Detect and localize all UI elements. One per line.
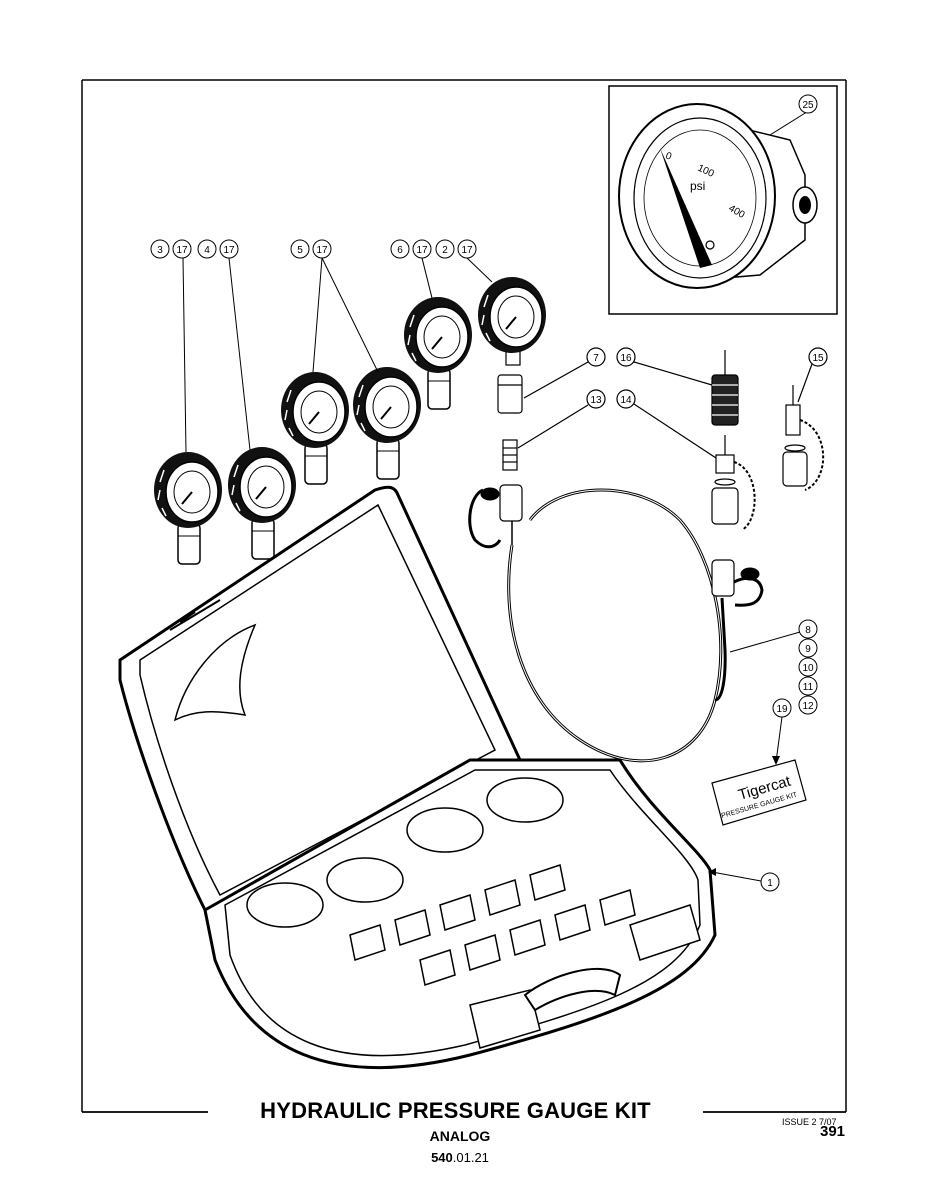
- part-number-prefix: 540: [431, 1150, 453, 1165]
- page-subtitle: ANALOG: [429, 1128, 491, 1144]
- callout-15: 15: [812, 353, 824, 364]
- callout-25: [798, 94, 818, 114]
- fitting-13: [502, 389, 606, 471]
- callout-14: 14: [620, 395, 632, 406]
- fitting-16: [616, 347, 739, 426]
- page-title: HYDRAULIC PRESSURE GAUGE KIT: [208, 1098, 703, 1124]
- callout-1: 1: [767, 878, 773, 889]
- page-number: 391: [820, 1123, 846, 1140]
- pressure-gauge-2: [477, 276, 547, 366]
- svg-text:17: 17: [176, 245, 188, 256]
- svg-text:8: 8: [805, 625, 811, 636]
- svg-text:3: 3: [157, 245, 163, 256]
- adapter-7: [497, 347, 606, 414]
- carrying-case: [118, 485, 780, 1070]
- pressure-gauge-3: [153, 451, 223, 565]
- svg-text:11: 11: [803, 682, 814, 693]
- part-number-suffix: .01.21: [452, 1150, 489, 1165]
- pressure-gauge-4: [227, 446, 297, 560]
- svg-text:2: 2: [442, 245, 448, 256]
- decal-19: Tigercat PRESSURE GAUGE KIT: [711, 698, 807, 826]
- svg-text:6: 6: [397, 245, 403, 256]
- inset-gauge-unit: psi: [690, 179, 705, 193]
- callout-16: 16: [620, 353, 632, 364]
- fitting-14: [616, 389, 756, 531]
- svg-text:17: 17: [223, 245, 235, 256]
- hose-assembly: [468, 484, 818, 763]
- part-number: 540.01.21: [380, 1150, 540, 1165]
- pressure-gauge-5b: [352, 366, 422, 480]
- svg-text:17: 17: [416, 245, 428, 256]
- svg-text:10: 10: [802, 663, 814, 674]
- callout-13: 13: [590, 395, 602, 406]
- svg-text:25: 25: [802, 100, 814, 111]
- inset-gauge-tick-0: 0: [664, 150, 673, 162]
- gauge-callouts: [150, 239, 493, 453]
- gauge-callout-labels: 3 17 4 17 5 17 6 17 2 17: [157, 245, 473, 256]
- svg-text:4: 4: [204, 245, 210, 256]
- callout-7: 7: [593, 353, 599, 364]
- svg-text:17: 17: [461, 245, 473, 256]
- svg-text:5: 5: [297, 245, 303, 256]
- svg-text:12: 12: [802, 701, 814, 712]
- callout-19: 19: [776, 704, 788, 715]
- hose-callout-labels: 8 9 10 11 12: [802, 625, 814, 712]
- inset-panel: psi 0 100 400 25: [608, 85, 838, 315]
- fitting-15: [782, 347, 828, 491]
- svg-text:9: 9: [805, 644, 811, 655]
- issue-label: ISSUE 2 7/07: [782, 1117, 837, 1127]
- svg-text:17: 17: [316, 245, 328, 256]
